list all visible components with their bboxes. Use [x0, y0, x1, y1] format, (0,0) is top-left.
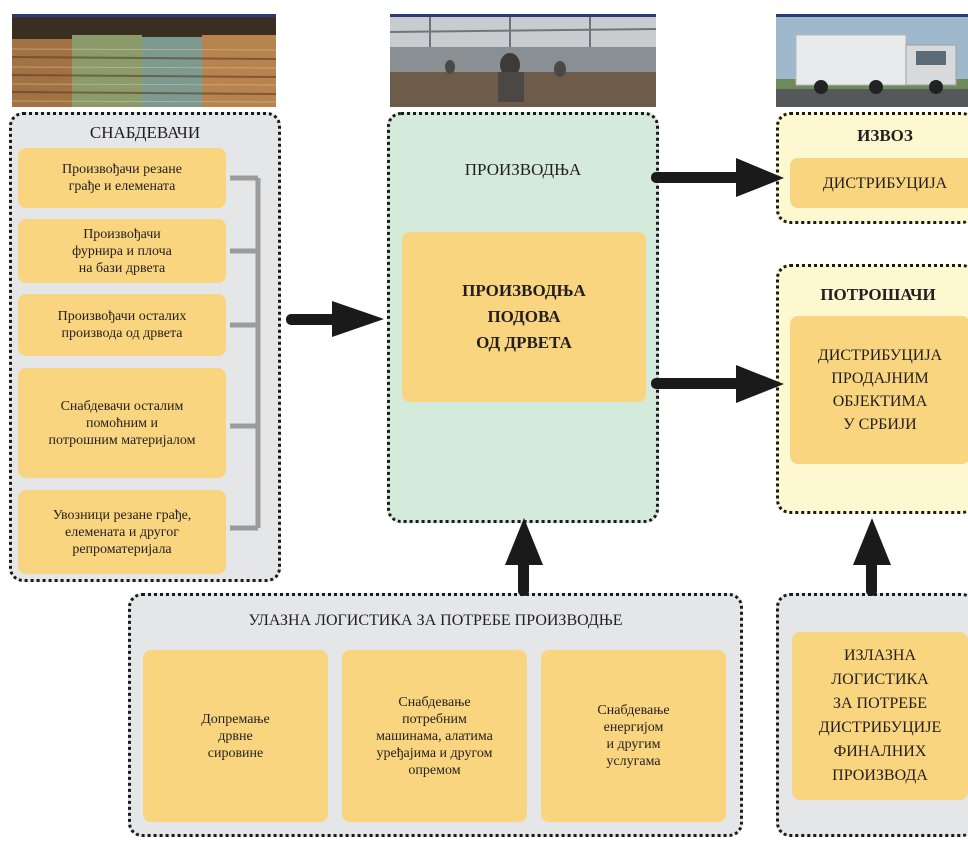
consumers-title: ПОТРОШАЧИ	[820, 285, 936, 304]
production-title: ПРОИЗВОДЊА	[464, 160, 582, 179]
suppliers-bracket	[230, 175, 261, 531]
arrow-suppliers-to-production	[286, 301, 384, 337]
export-distribution-box: ДИСТРИБУЦИЈА	[790, 158, 968, 208]
inbound-logistics-title: УЛАЗНА ЛОГИСТИКА ЗА ПОТРЕБЕ ПРОИЗВОДЊЕ	[248, 612, 623, 629]
suppliers-title: СНАБДЕВАЧИ	[89, 123, 201, 142]
production-main-box: ПРОИЗВОДЊА ПОДОВА ОД ДРВЕТА	[402, 232, 646, 402]
arrow-production-to-consumers	[651, 365, 784, 403]
inbound-item: Допремање дрвне сировине	[143, 650, 328, 822]
truck-photo	[776, 14, 968, 107]
export-title: ИЗВОЗ	[857, 126, 913, 145]
lumber-photo	[12, 14, 276, 107]
supplier-item: Произвођачи осталих производа од дрвета	[18, 294, 226, 356]
arrow-inbound-to-production	[505, 518, 543, 596]
factory-photo	[390, 14, 656, 107]
supplier-item: Произвођачи фурнира и плоча на бази дрве…	[18, 219, 226, 283]
outbound-logistics-box: ИЗЛАЗНА ЛОГИСТИКА ЗА ПОТРЕБЕ ДИСТРИБУЦИЈ…	[792, 632, 968, 800]
supplier-item: Произвођачи резане грађе и елемената	[18, 148, 226, 208]
inbound-item: Снабдевање енергијом и другим услугама	[541, 650, 726, 822]
supplier-item: Снабдевачи осталим помоћним и потрошним …	[18, 368, 226, 478]
consumers-distribution-box: ДИСТРИБУЦИЈА ПРОДАЈНИМ ОБЈЕКТИМА У СРБИЈ…	[790, 316, 968, 464]
inbound-item: Снабдевање потребним машинама, алатима у…	[342, 650, 527, 822]
arrow-production-to-export	[651, 158, 784, 197]
arrow-outbound-to-consumers	[853, 518, 891, 596]
supplier-item: Увозници резане грађе, елемената и друго…	[18, 490, 226, 574]
